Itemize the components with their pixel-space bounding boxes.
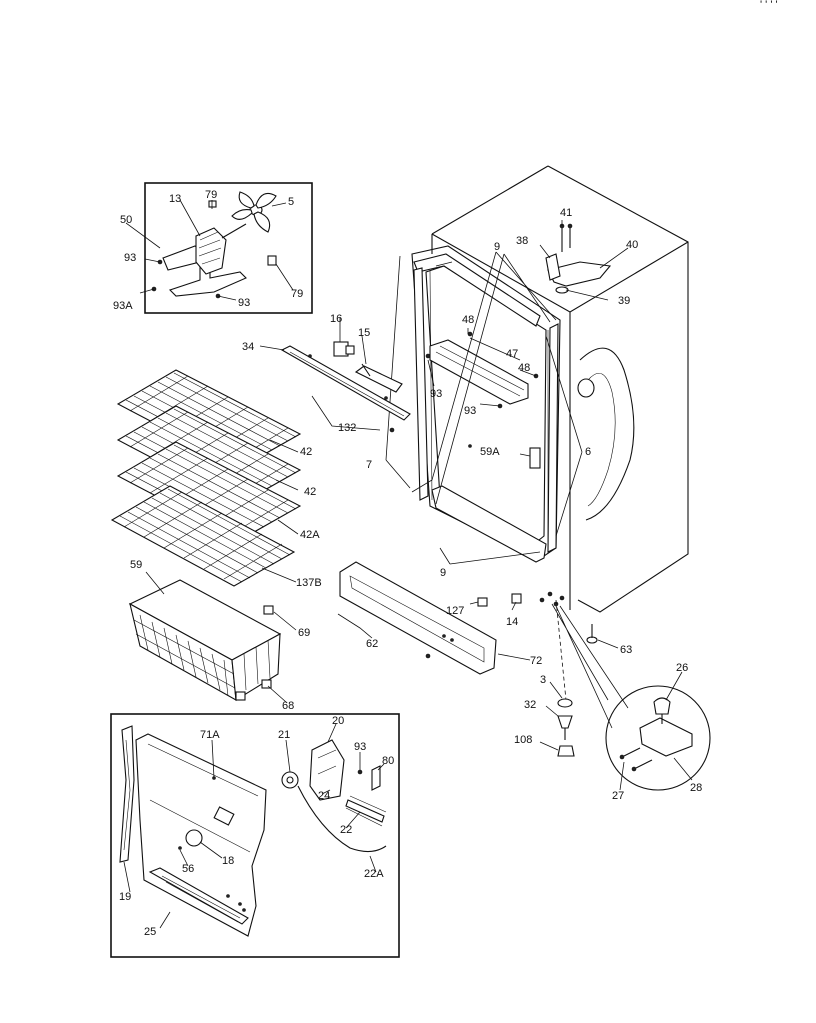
- side-compressor-bulge: [579, 347, 635, 521]
- fan-motor-inset-frame: [144, 182, 313, 314]
- callout-93-inset-lower: 93: [354, 741, 366, 753]
- callout-39: 39: [618, 295, 630, 307]
- leveling-leg-32: [557, 715, 573, 729]
- callout-47: 47: [506, 348, 518, 360]
- callout-22A: 22A: [364, 868, 384, 880]
- callout-40: 40: [626, 239, 638, 251]
- callout-62: 62: [366, 638, 378, 650]
- switch-14: [511, 593, 522, 604]
- callout-93-mid: 93: [464, 405, 476, 417]
- foot-108: [557, 745, 575, 757]
- fan-motor-inset: 13 79 5 50 93 93A 93 79: [113, 182, 313, 314]
- callout-24: 24: [318, 790, 330, 802]
- breaker-strip-left: [413, 267, 429, 501]
- wire-harness-22: [345, 799, 385, 823]
- callout-132: 132: [338, 422, 356, 434]
- callout-93-inset: 93: [124, 252, 136, 264]
- screw-79-top: [208, 200, 217, 208]
- callout-14: 14: [506, 616, 518, 628]
- callout-127: 127: [446, 605, 464, 617]
- control-panel-housing: [339, 561, 497, 675]
- callout-28: 28: [690, 782, 702, 794]
- callout-22: 22: [340, 824, 352, 836]
- shelf-137B: [110, 485, 296, 587]
- breaker-strip-bottom: [431, 485, 547, 563]
- callout-26: 26: [676, 662, 688, 674]
- washer-3: [557, 698, 573, 708]
- callout-19: 19: [119, 891, 131, 903]
- callout-7: 7: [366, 459, 372, 471]
- thermostat-bracket: [529, 447, 541, 469]
- callout-27: 27: [612, 790, 624, 802]
- heater-assembly: 34 16 15 132: [242, 313, 411, 434]
- fan-blade: [231, 191, 277, 233]
- machine-compartment-inset-frame: [110, 713, 400, 958]
- callout-41: 41: [560, 207, 572, 219]
- corner-marks: ' ' ' ': [760, 0, 778, 11]
- machine-compartment-inset: 71A 21 20 93 80 24 22 18 56 22A 19 25: [110, 713, 400, 958]
- callout-21: 21: [278, 729, 290, 741]
- basket-clip-68b: [235, 691, 246, 701]
- callout-3: 3: [540, 674, 546, 686]
- callout-93A: 93A: [113, 300, 133, 312]
- callout-42-lower: 42: [304, 486, 316, 498]
- callout-80: 80: [382, 755, 394, 767]
- callout-32: 32: [524, 699, 536, 711]
- callout-34: 34: [242, 341, 254, 353]
- callout-68: 68: [282, 700, 294, 712]
- callout-9-bottom: 9: [440, 567, 446, 579]
- basket-clip-69: [263, 605, 274, 615]
- callout-79-top: 79: [205, 189, 217, 201]
- callout-93-left: 93: [430, 388, 442, 400]
- callout-6: 6: [585, 446, 591, 458]
- plug-18: [185, 829, 203, 847]
- callout-63: 63: [620, 644, 632, 656]
- basket-clip-68: [261, 679, 272, 689]
- hinge-detail-circle: [605, 685, 711, 791]
- callout-108: 108: [514, 734, 532, 746]
- top-hinge: [545, 223, 612, 294]
- callout-18: 18: [222, 855, 234, 867]
- callout-50: 50: [120, 214, 132, 226]
- callout-79-bottom: 79: [291, 288, 303, 300]
- callout-59A: 59A: [480, 446, 500, 458]
- freezer-cabinet: 9 41 38 40 39 48 47 48 93 93 59A 6 7 9: [366, 165, 689, 613]
- callout-48-top: 48: [462, 314, 474, 326]
- breaker-strip-right: [547, 323, 559, 553]
- callout-137B: 137B: [296, 577, 322, 589]
- callout-5: 5: [288, 196, 294, 208]
- power-cord-22A: [297, 785, 387, 853]
- callout-42A: 42A: [300, 529, 320, 541]
- grommet-79: [267, 255, 277, 266]
- callout-9-top: 9: [494, 241, 500, 253]
- callout-93-inset-bottom: 93: [238, 297, 250, 309]
- callout-15: 15: [358, 327, 370, 339]
- leveling-parts: 63 26 3 32 108 28 27: [514, 599, 711, 802]
- callout-69: 69: [298, 627, 310, 639]
- light-switch-127: [477, 597, 488, 607]
- wire-basket: 59 69 68: [128, 559, 310, 712]
- callout-25: 25: [144, 926, 156, 938]
- wire-shelves: 42 42 42A 137B: [110, 369, 322, 589]
- callout-71A: 71A: [200, 729, 220, 741]
- callout-13: 13: [169, 193, 181, 205]
- fan-motor: [195, 227, 227, 275]
- callout-42-upper: 42: [300, 446, 312, 458]
- callout-72: 72: [530, 655, 542, 667]
- callout-20: 20: [332, 715, 344, 727]
- evaporator-strip: [429, 339, 529, 405]
- cover-label: [213, 806, 235, 826]
- control-panel: 62 127 14 72: [337, 561, 542, 675]
- callout-56: 56: [182, 863, 194, 875]
- clip-80: [371, 765, 381, 791]
- callout-16: 16: [330, 313, 342, 325]
- callout-48-right: 48: [518, 362, 530, 374]
- drain-tube-19: [119, 725, 135, 863]
- callout-38: 38: [516, 235, 528, 247]
- lower-hinge-28: [639, 717, 693, 757]
- callout-59: 59: [130, 559, 142, 571]
- cabinet-side-panel: [547, 165, 689, 613]
